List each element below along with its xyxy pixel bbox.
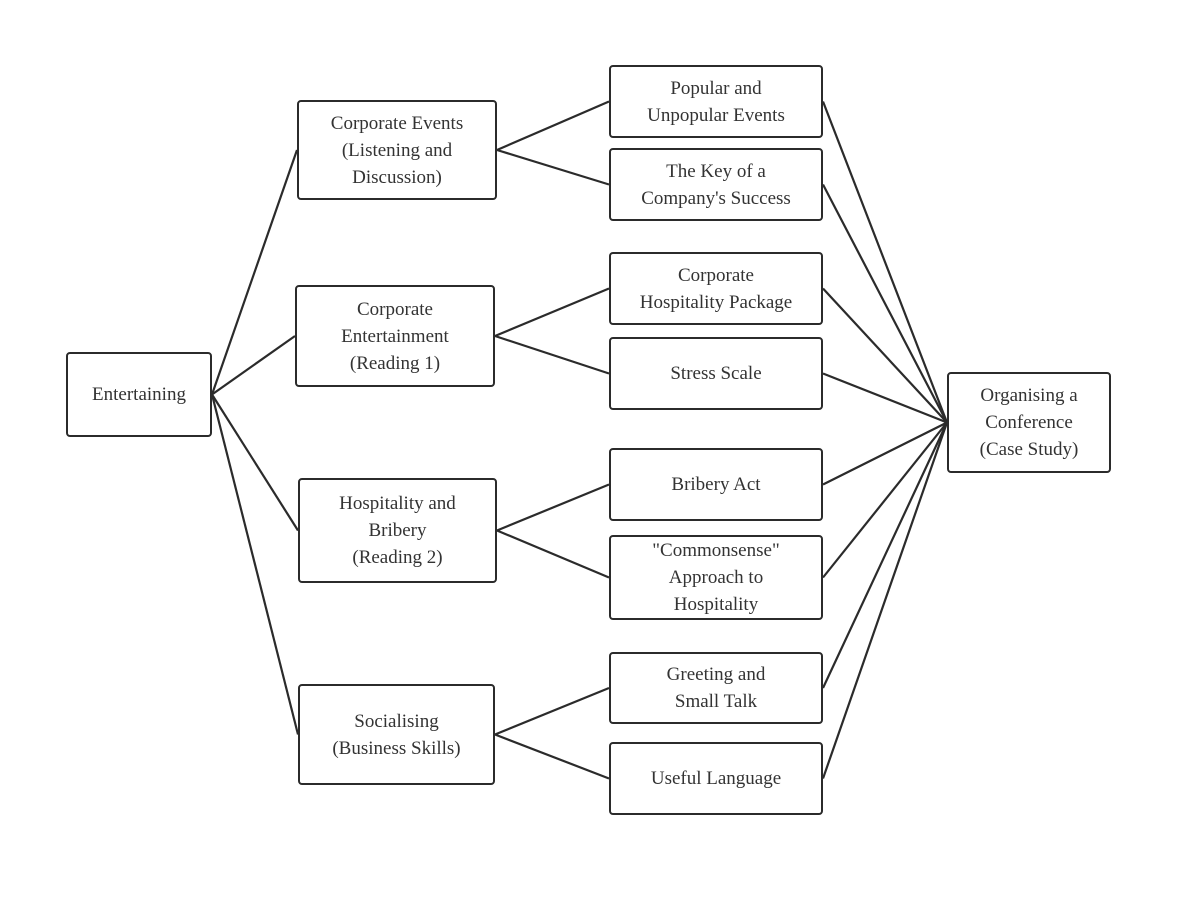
edge-t3-to-sink [822, 287, 948, 424]
edge-t6-to-sink [822, 421, 948, 579]
node-bribery-act: Bribery Act [609, 448, 823, 521]
edge-t2-to-sink [822, 183, 948, 424]
node-corporate-events: Corporate Events (Listening and Discussi… [297, 100, 497, 200]
edge-root-to-s4 [210, 394, 300, 735]
edge-t5-to-sink [822, 421, 948, 486]
node-entertaining: Entertaining [66, 352, 212, 437]
node-corporate-hospitality-package: Corporate Hospitality Package [609, 252, 823, 325]
edge-s3-to-t6 [496, 529, 610, 579]
edge-s1-to-t2 [496, 148, 610, 186]
edge-s4-to-t8 [494, 733, 610, 780]
edge-s3-to-t5 [496, 483, 610, 532]
edge-s2-to-t3 [494, 287, 610, 338]
node-key-of-company-success: The Key of a Company's Success [609, 148, 823, 221]
node-useful-language: Useful Language [609, 742, 823, 815]
edge-s4-to-t7 [494, 686, 610, 736]
edge-t4-to-sink [822, 372, 948, 424]
node-hospitality-and-bribery: Hospitality and Bribery (Reading 2) [298, 478, 497, 583]
node-organising-a-conference: Organising a Conference (Case Study) [947, 372, 1111, 473]
node-stress-scale: Stress Scale [609, 337, 823, 410]
edge-root-to-s3 [211, 393, 299, 532]
edge-s2-to-t4 [494, 334, 610, 375]
edge-root-to-s1 [210, 149, 299, 395]
edge-t7-to-sink [822, 422, 948, 689]
edge-s1-to-t1 [496, 100, 610, 152]
node-corporate-entertainment: Corporate Entertainment (Reading 1) [295, 285, 495, 387]
edge-t8-to-sink [821, 422, 949, 779]
node-commonsense-approach: "Commonsense" Approach to Hospitality [609, 535, 823, 620]
node-socialising: Socialising (Business Skills) [298, 684, 495, 785]
node-greeting-and-small-talk: Greeting and Small Talk [609, 652, 823, 724]
node-popular-and-unpopular-events: Popular and Unpopular Events [609, 65, 823, 138]
edge-t1-to-sink [821, 101, 949, 423]
edge-root-to-s2 [211, 335, 296, 396]
